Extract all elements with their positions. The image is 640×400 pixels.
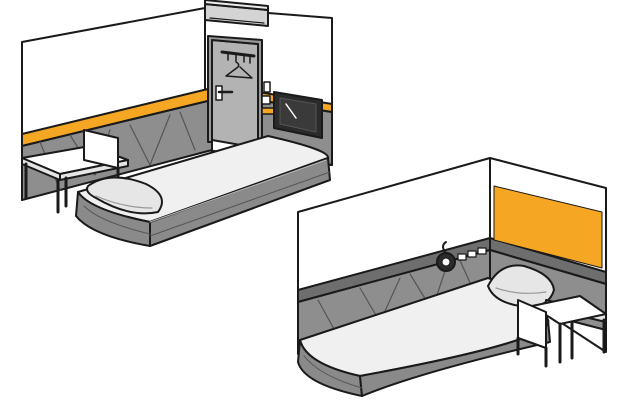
room-1-pillow [86,176,163,215]
room-1-coat-rack [220,50,256,79]
room-1-tv [273,91,323,139]
room-1 [21,0,333,247]
room-1-thermostat [261,95,271,105]
room-1-door-handle [215,85,234,101]
room-2-socket-3 [477,247,487,255]
room-1-socket [261,107,275,115]
room-2-wall-lamp [436,241,456,272]
room-2-socket-1 [457,253,467,261]
room-2 [297,157,607,397]
room-2-desk [531,295,607,364]
room-1-door-frame [207,35,263,153]
room-1-air-conditioner [204,0,269,27]
room-2-socket-2 [467,250,477,258]
room-1-switch [263,81,271,93]
room-1-chair [83,129,120,178]
room-2-chair [516,299,548,368]
room-2-headboard-panel [493,185,603,269]
room-2-pillow [487,264,555,308]
